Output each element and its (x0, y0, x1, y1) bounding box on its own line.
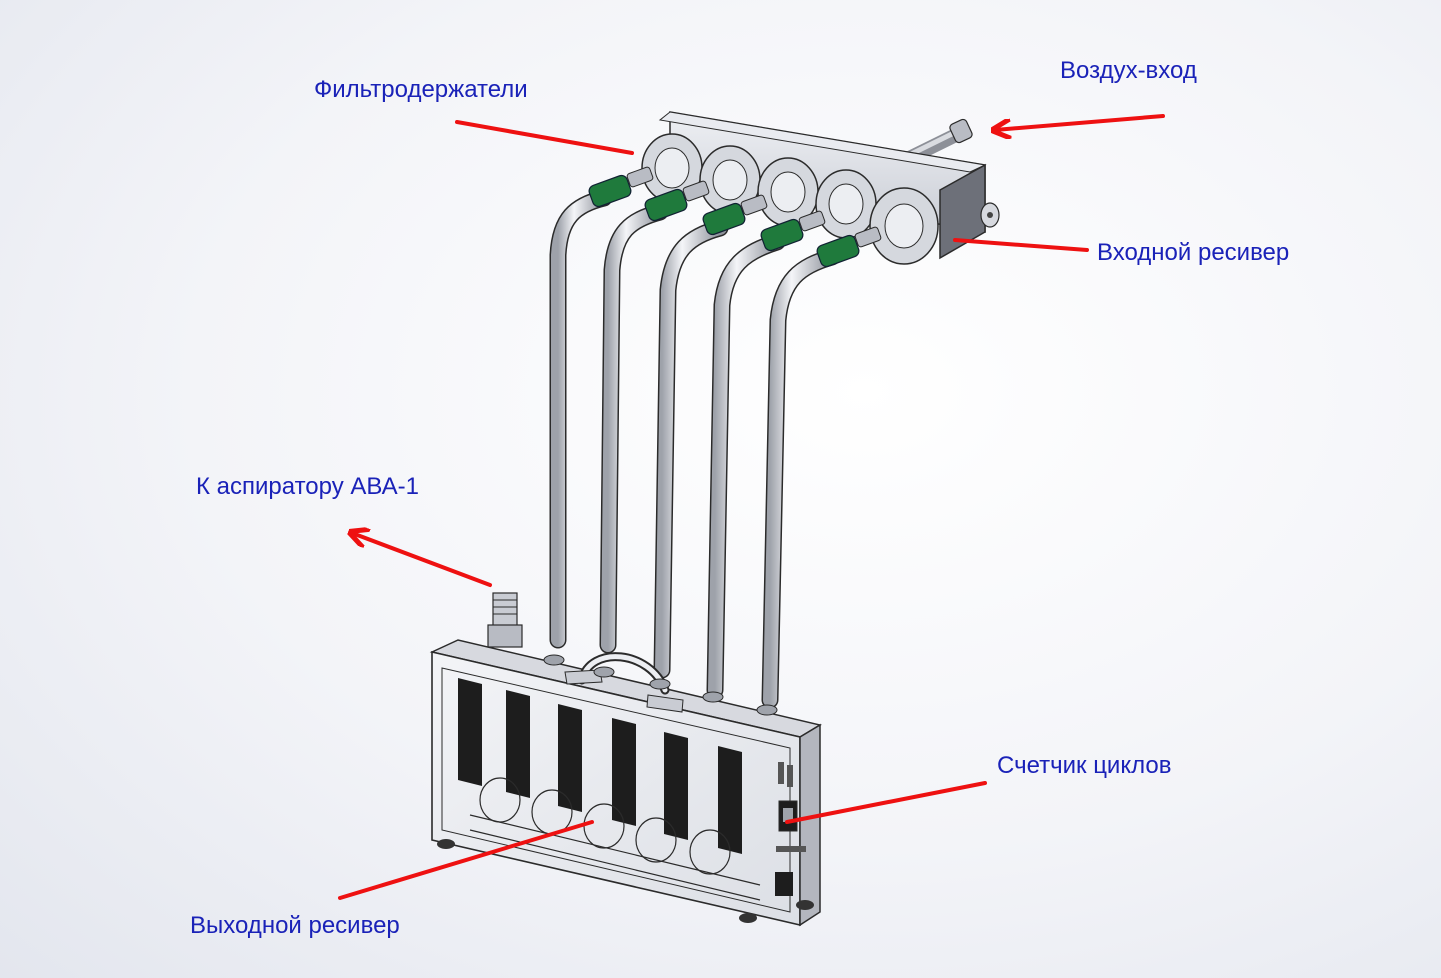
pointer-cycle-counter (785, 781, 987, 824)
filter-holder (815, 169, 877, 239)
label-outlet-receiver: Выходной ресивер (190, 912, 400, 939)
aspirator-outlet (487, 592, 523, 648)
label-air-inlet: Воздух-вход (1060, 57, 1197, 84)
tube-fitting (760, 210, 826, 252)
label-inlet-receiver: Входной ресивер (1097, 239, 1290, 266)
pointer-filter-holders (455, 120, 634, 155)
cycle-counter (778, 800, 798, 832)
tube-fitting (588, 166, 654, 208)
filter-holders (641, 133, 939, 265)
filter-holder (641, 133, 703, 203)
tube (599, 203, 669, 654)
tube-fittings (588, 166, 882, 268)
tube-fitting (644, 180, 710, 222)
outlet-housing (429, 639, 822, 927)
power-switch (775, 872, 793, 896)
tube (549, 189, 613, 649)
tube-fitting (816, 226, 882, 268)
tube (761, 248, 841, 709)
label-filter-holders: Фильтродержатели (314, 76, 528, 103)
tube-fitting (702, 194, 768, 236)
annotation-arrows (338, 114, 1165, 900)
tubes (549, 189, 841, 709)
label-to-aspirator: К аспиратору АВА-1 (196, 473, 419, 500)
arrow-to-aspirator (352, 533, 492, 587)
arrow-air-inlet (995, 114, 1165, 130)
label-cycle-counter: Счетчик циклов (997, 752, 1172, 779)
filter-holder (869, 187, 939, 265)
pointer-inlet-receiver (953, 238, 1089, 252)
pointer-outlet-receiver (338, 820, 594, 900)
